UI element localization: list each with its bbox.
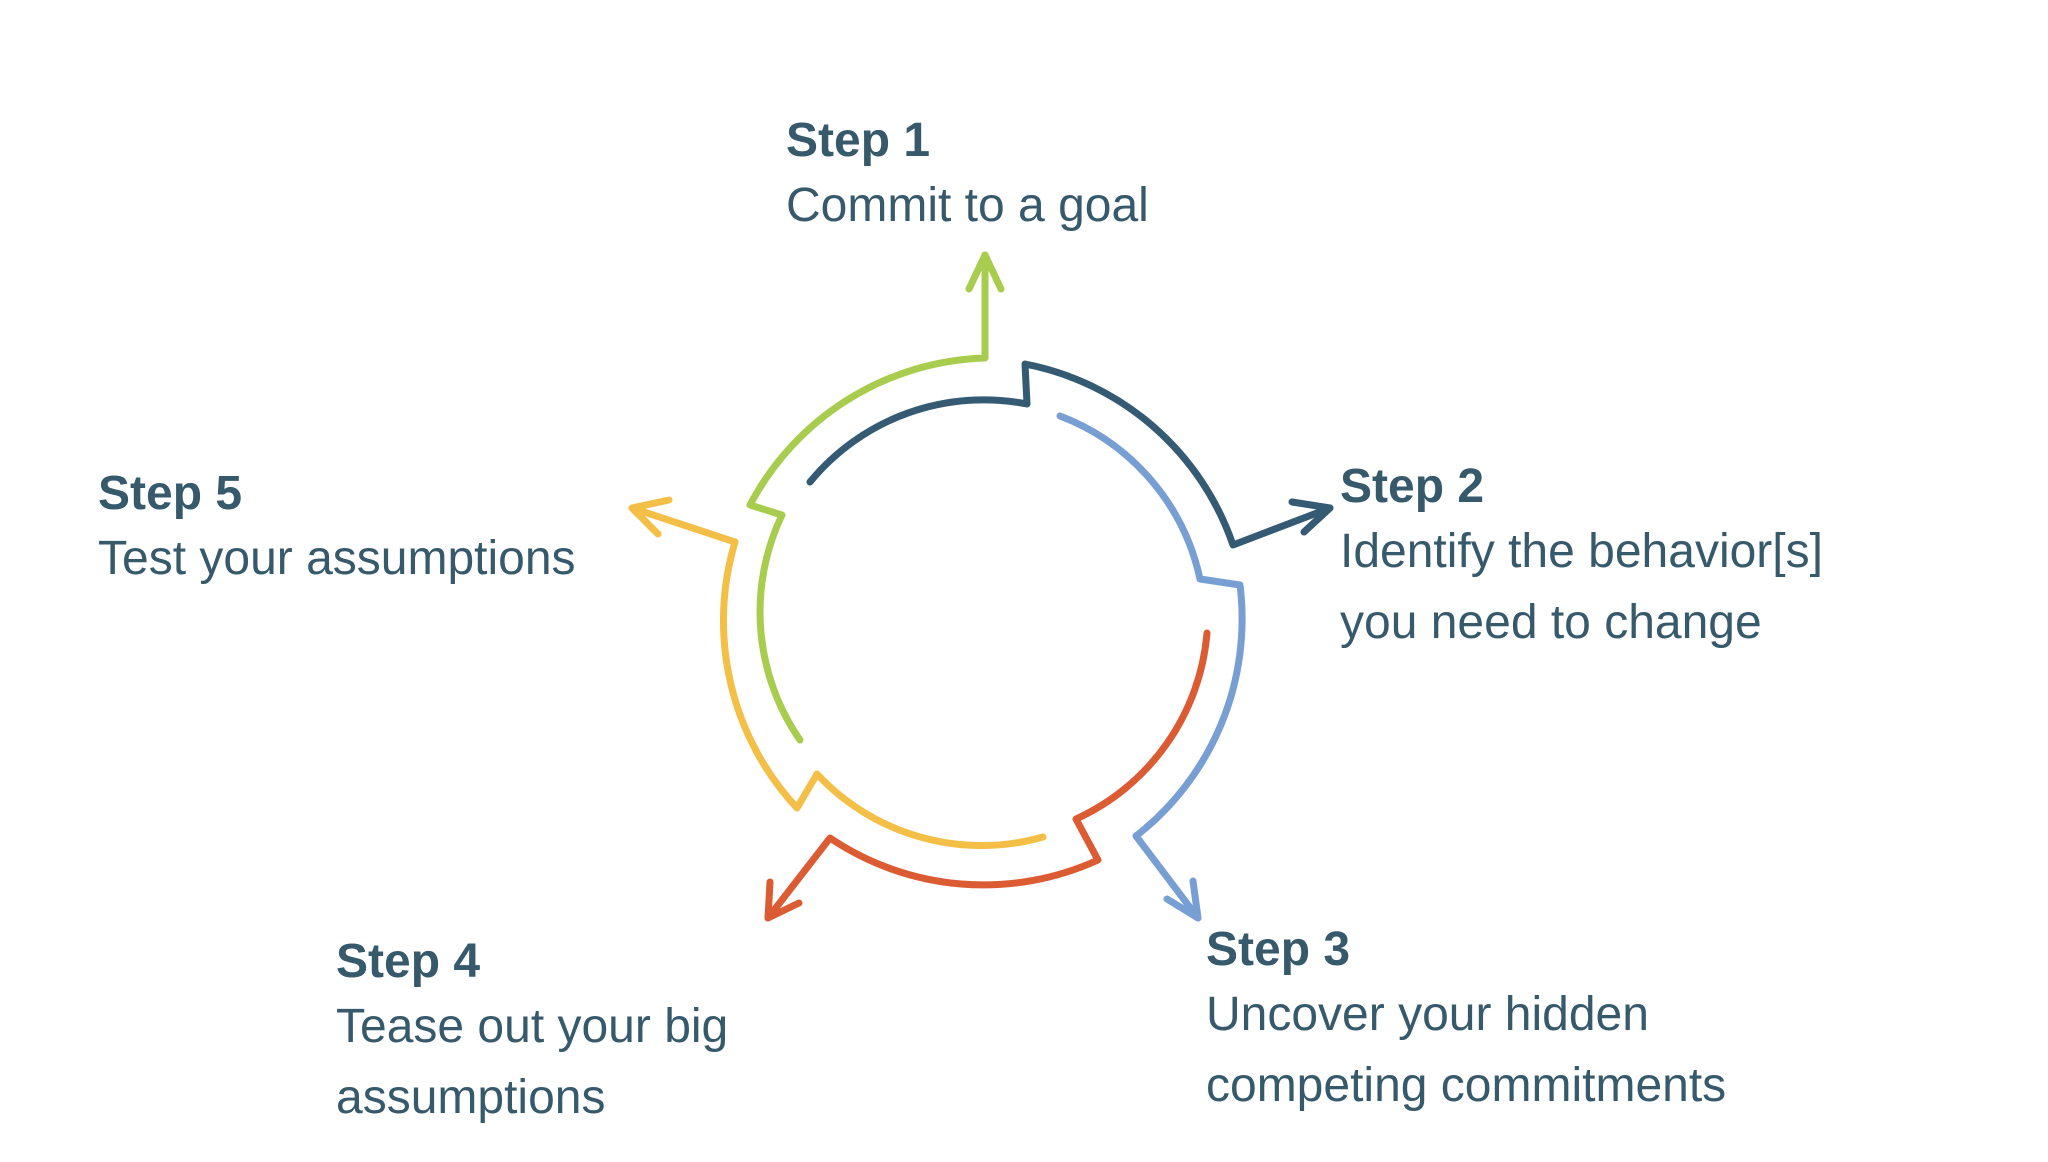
step-1-desc: Commit to a goal <box>786 179 1149 232</box>
step-2-label: Step 2 Identify the behavior[s] you need… <box>1340 458 1823 658</box>
step4-arrowhead <box>764 878 803 922</box>
step-3-title: Step 3 <box>1206 923 1351 976</box>
step-2-title: Step 2 <box>1340 460 1485 513</box>
step-3-desc-line-2: competing commitments <box>1206 1059 1727 1112</box>
step5-arrow <box>628 504 1047 850</box>
step-4-title: Step 4 <box>336 935 481 988</box>
step3-arrow <box>1056 412 1246 922</box>
step1-arrow <box>746 251 989 744</box>
step5-arrowhead <box>628 496 673 538</box>
step-2-desc-line-2: you need to change <box>1340 596 1762 649</box>
step3-arrowhead <box>1163 877 1202 922</box>
step-4-desc-line-2: assumptions <box>336 1071 606 1124</box>
step-5-label: Step 5 Test your assumptions <box>98 465 576 594</box>
step-3-label: Step 3 Uncover your hidden competing com… <box>1206 921 1726 1121</box>
step2-arrowhead <box>1288 498 1334 536</box>
step2-arrow <box>806 360 1334 549</box>
step1-arrowhead <box>965 251 1005 293</box>
step-1-title: Step 1 <box>786 114 931 167</box>
step-2-desc-line-1: Identify the behavior[s] <box>1340 525 1823 578</box>
step-5-title: Step 5 <box>98 467 243 520</box>
step-3-desc-line-1: Uncover your hidden <box>1206 988 1649 1041</box>
step-5-desc: Test your assumptions <box>98 532 576 585</box>
step-4-desc-line-1: Tease out your big <box>336 1000 729 1053</box>
step-1-label: Step 1 Commit to a goal <box>786 112 1149 241</box>
step4-arrow <box>764 629 1211 922</box>
step-4-label: Step 4 Tease out your big assumptions <box>336 933 728 1133</box>
